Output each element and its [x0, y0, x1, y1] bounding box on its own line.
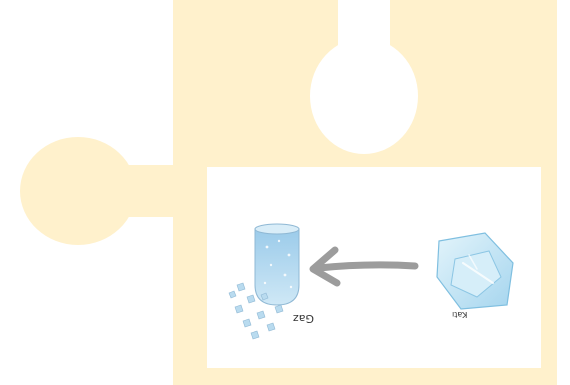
gas-jar-icon	[255, 224, 299, 305]
arrow-left-icon	[313, 250, 415, 283]
puzzle-left-tab	[20, 137, 136, 245]
puzzle-top-notch	[310, 38, 418, 154]
diagram-card: Gaz Katı	[207, 167, 541, 368]
gas-label: Gaz	[293, 312, 314, 325]
ice-cube-icon	[437, 233, 513, 309]
solid-label: Katı	[452, 310, 467, 319]
